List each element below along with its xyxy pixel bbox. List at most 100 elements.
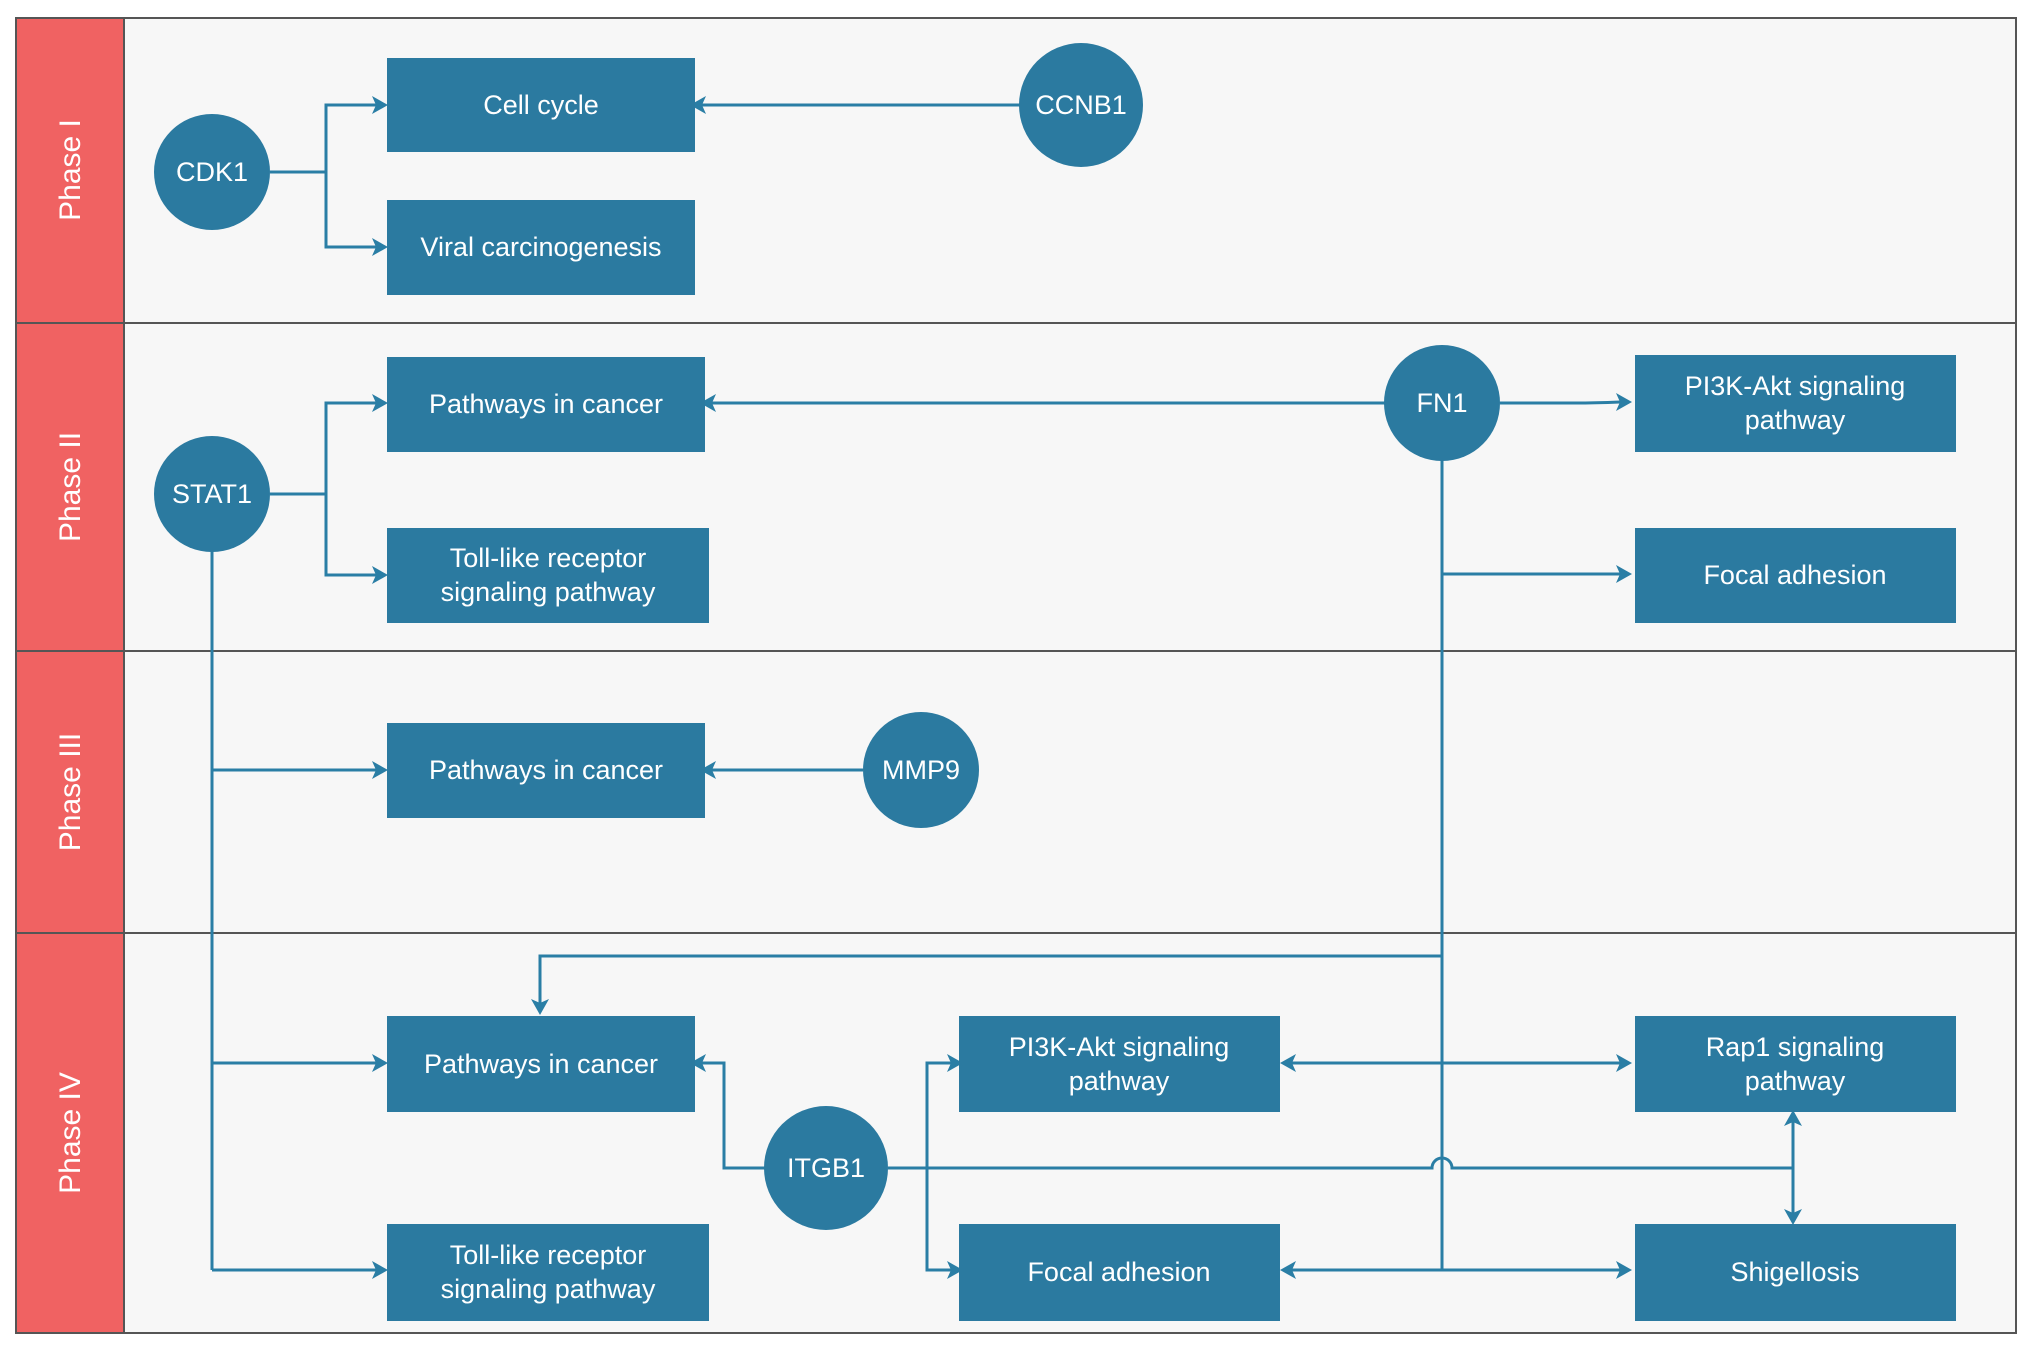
pathway-box-viral-carcinogenesis[interactable]: Viral carcinogenesis [387, 200, 695, 295]
arrowhead [947, 1261, 963, 1279]
pathway-box-pi3k-akt[interactable]: PI3K-Akt signaling pathway [1635, 355, 1956, 452]
arrowhead [1280, 1054, 1296, 1072]
pathway-box-toll-like-receptor[interactable]: Toll-like receptor signaling pathway [387, 528, 709, 623]
gene-node-itgb1[interactable]: ITGB1 [764, 1106, 888, 1230]
gene-circle [1019, 43, 1143, 167]
pathway-label: Shigellosis [1730, 1257, 1859, 1287]
arrowhead [531, 999, 549, 1015]
pathway-label-line-2: pathway [1745, 1066, 1846, 1096]
phase-label: Phase II [54, 432, 87, 542]
phase-label: Phase I [54, 119, 87, 221]
arrowhead [372, 394, 388, 412]
lane-header [15, 650, 125, 934]
gene-label: CCNB1 [1035, 90, 1127, 120]
pathway-label: Cell cycle [483, 90, 599, 120]
lane-phase-3: Phase III [15, 650, 2017, 934]
pathway-box-pathways-in-cancer[interactable]: Pathways in cancer [387, 1016, 695, 1112]
pathway-label-line-1: PI3K-Akt signaling [1009, 1032, 1230, 1062]
edge-itgb1-focal [925, 1168, 953, 1272]
pathway-box [1635, 1016, 1956, 1112]
pathway-label-line-1: PI3K-Akt signaling [1685, 371, 1906, 401]
pathway-box [387, 200, 695, 295]
arrowhead [1616, 565, 1632, 583]
pathway-box [387, 1016, 695, 1112]
pathway-label: Pathways in cancer [429, 389, 663, 419]
pathway-label-line-2: pathway [1069, 1066, 1170, 1096]
edge-fn1-pi3k [1500, 400, 1622, 405]
pathway-box-focal-adhesion[interactable]: Focal adhesion [1635, 528, 1956, 623]
lane-body [15, 17, 2017, 324]
arrowhead [372, 1054, 388, 1072]
pathway-box-cell-cycle[interactable]: Cell cycle [387, 58, 695, 152]
arrowhead [372, 96, 388, 114]
gene-circle [863, 712, 979, 828]
pathway-label-line-1: Toll-like receptor [450, 1240, 647, 1270]
gene-label: CDK1 [176, 157, 248, 187]
arrowhead [947, 1054, 963, 1072]
edge-stat1-tlr [324, 494, 378, 577]
pathway-box-pathways-in-cancer[interactable]: Pathways in cancer [387, 723, 705, 818]
gene-node-ccnb1[interactable]: CCNB1 [1019, 43, 1143, 167]
arrowhead [1616, 1054, 1632, 1072]
pathway-label-line-1: Rap1 signaling [1706, 1032, 1885, 1062]
edge-itgb1-junction [888, 1156, 1793, 1170]
lane-phase-1: Phase I [15, 17, 2017, 324]
pathway-label: Pathways in cancer [424, 1049, 658, 1079]
arrowhead [372, 1261, 388, 1279]
gene-circle [154, 436, 270, 552]
pathway-box [387, 723, 705, 818]
pathway-box [1635, 1224, 1956, 1321]
arrowhead [700, 394, 716, 412]
gene-nodes: CDK1 CCNB1 STAT1 FN1 MMP9 ITGB1 [154, 43, 1500, 1230]
arrowhead [372, 761, 388, 779]
arrowhead [372, 238, 388, 256]
pathway-box-focal-adhesion[interactable]: Focal adhesion [959, 1224, 1280, 1321]
pathway-box-pathways-in-cancer[interactable]: Pathways in cancer [387, 357, 705, 452]
pathway-label: Pathways in cancer [429, 755, 663, 785]
arrowhead [372, 566, 388, 584]
arrowhead [1784, 1209, 1802, 1225]
arrowhead [1616, 393, 1632, 411]
pathway-label-line-2: signaling pathway [441, 1274, 656, 1304]
arrowhead [690, 96, 706, 114]
gene-circle [764, 1106, 888, 1230]
pathway-box [959, 1016, 1280, 1112]
arrowhead [1784, 1110, 1802, 1126]
edge-fn1-p4-cancer [538, 954, 1442, 1005]
gene-node-mmp9[interactable]: MMP9 [863, 712, 979, 828]
gene-circle [154, 114, 270, 230]
arrowhead [700, 761, 716, 779]
pathway-label-line-2: signaling pathway [441, 577, 656, 607]
lane-body [15, 650, 2017, 934]
pathway-label-line-1: Toll-like receptor [450, 543, 647, 573]
gene-label: FN1 [1416, 388, 1467, 418]
pathway-box-pi3k-akt[interactable]: PI3K-Akt signaling pathway [959, 1016, 1280, 1112]
gene-node-stat1[interactable]: STAT1 [154, 436, 270, 552]
pathway-box [959, 1224, 1280, 1321]
gene-node-cdk1[interactable]: CDK1 [154, 114, 270, 230]
edge-itgb1-cancer [700, 1061, 766, 1170]
edge-cdk1-viral [324, 172, 378, 249]
pathway-label: Focal adhesion [1027, 1257, 1210, 1287]
pathway-box [387, 1224, 709, 1321]
phase-label: Phase III [54, 733, 87, 851]
pathway-nodes: Cell cycle Viral carcinogenesis Pathways… [387, 58, 1956, 1321]
pathway-box-shigellosis[interactable]: Shigellosis [1635, 1224, 1956, 1321]
gene-label: MMP9 [882, 755, 960, 785]
pathway-box [1635, 528, 1956, 623]
pathway-box-rap1[interactable]: Rap1 signaling pathway [1635, 1016, 1956, 1112]
edges [210, 96, 1802, 1279]
arrowhead [1616, 1261, 1632, 1279]
pathway-label-line-2: pathway [1745, 405, 1846, 435]
pathway-box [1635, 355, 1956, 452]
edge-stat1-cancer [270, 401, 378, 496]
gene-circle [1384, 345, 1500, 461]
lane-header [15, 17, 125, 324]
gene-node-fn1[interactable]: FN1 [1384, 345, 1500, 461]
gene-label: STAT1 [172, 479, 252, 509]
pathway-box [387, 528, 709, 623]
edge-cdk1-cell-cycle [270, 103, 378, 174]
gene-label: ITGB1 [787, 1153, 865, 1183]
pathway-box-toll-like-receptor[interactable]: Toll-like receptor signaling pathway [387, 1224, 709, 1321]
